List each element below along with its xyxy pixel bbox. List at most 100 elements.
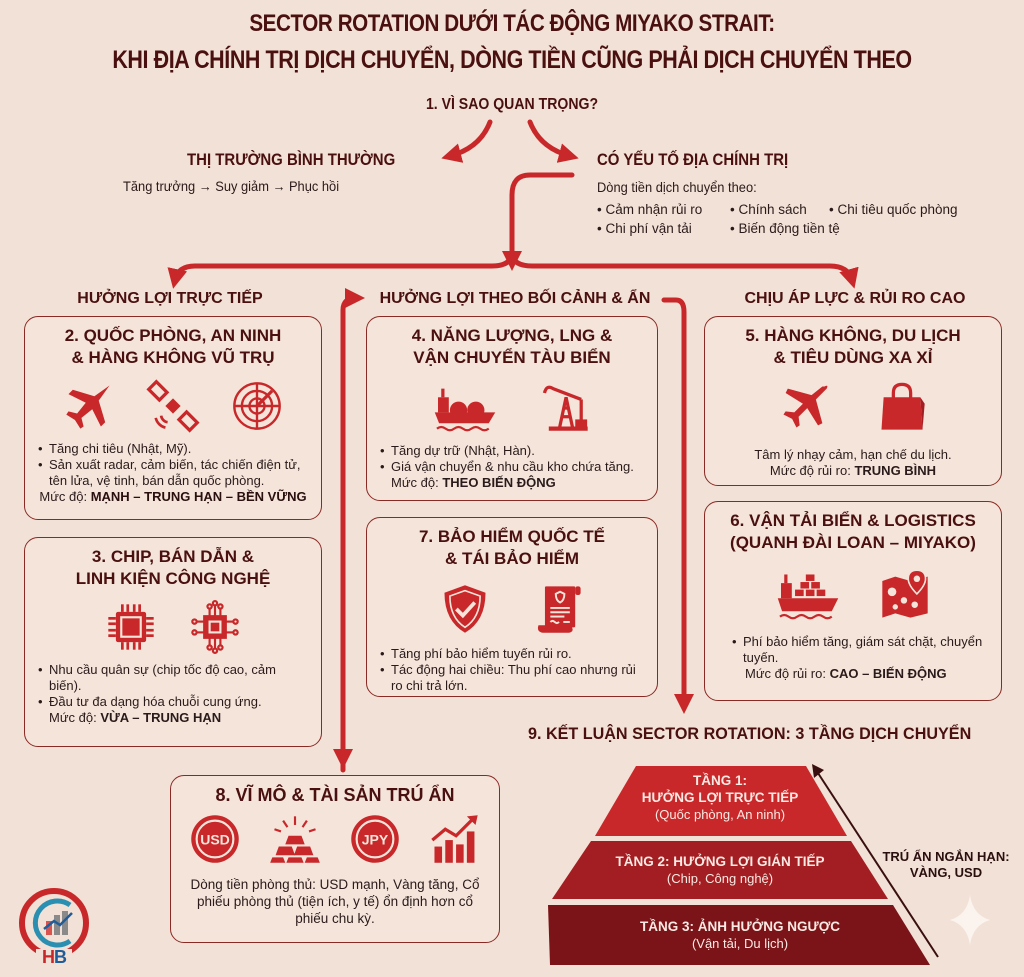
circuit-chip-icon (191, 600, 239, 654)
level-label: Mức độ rủi ro: (745, 666, 830, 681)
card-insurance-body: Tăng phí bảo hiểm tuyến rủi ro. Tác động… (367, 646, 657, 694)
card-energy-title: 4. NĂNG LƯỢNG, LNG & VẬN CHUYỂN TÀU BIỂN (367, 325, 657, 369)
level: Mức độ rủi ro: TRUNG BÌNH (717, 463, 989, 479)
cpu-chip-icon (108, 604, 154, 650)
lng-tanker-icon (434, 388, 496, 432)
card-defense-icons (25, 377, 321, 435)
card-aviation-icons (705, 377, 1001, 437)
title-line: & TÁI BẢO HIỂM (444, 549, 580, 568)
level-label: Mức độ: (49, 710, 101, 725)
safe-haven-note: TRÚ ẨN NGẮN HẠN: VÀNG, USD (868, 849, 1024, 881)
tier-sub: (Vận tải, Du lịch) (691, 936, 789, 951)
card-aviation-title: 5. HÀNG KHÔNG, DU LỊCH & TIÊU DÙNG XA XỈ (705, 325, 1001, 369)
page-title-line2: KHI ĐỊA CHÍNH TRỊ DỊCH CHUYỂN, DÒNG TIỀN… (112, 46, 912, 74)
container-ship-icon (777, 574, 839, 620)
card-shipping-title: 6. VẬN TẢI BIỂN & LOGISTICS (QUANH ĐÀI L… (705, 510, 1001, 554)
level-label: Mức độ: (39, 489, 91, 504)
tier-sub: (Chip, Công nghệ) (666, 871, 774, 886)
card-energy: 4. NĂNG LƯỢNG, LNG & VẬN CHUYỂN TÀU BIỂN… (366, 316, 658, 501)
tier-label: TẦNG 2: HƯỞNG LỢI GIÁN TIẾP (615, 854, 825, 869)
title-line: 3. CHIP, BÁN DẪN & (91, 547, 255, 566)
tier-label: HƯỞNG LỢI TRỰC TIẾP (641, 790, 799, 805)
title-line: 6. VẬN TẢI BIỂN & LOGISTICS (730, 511, 976, 530)
card-defense: 2. QUỐC PHÒNG, AN NINH & HÀNG KHÔNG VŨ T… (24, 316, 322, 520)
logo-text: HB (42, 947, 67, 967)
column-direct-title: HƯỞNG LỢI TRỰC TIẾP (77, 290, 263, 307)
pyramid-tier-3: TẦNG 3: ẢNH HƯỞNG NGƯỢC (Vận tải, Du lịc… (560, 918, 920, 952)
title-line: (QUANH ĐÀI LOAN – MIYAKO) (730, 533, 976, 552)
card-insurance-icons (367, 578, 657, 640)
factor-policy: • Chính sách (730, 202, 807, 217)
map-pin-icon (882, 569, 928, 618)
usd-coin-icon: USD (191, 815, 239, 863)
title-line: LINH KIỆN CÔNG NGHỆ (75, 569, 271, 588)
tier-label: TẦNG 1: (693, 773, 747, 788)
title-line: & HÀNG KHÔNG VŨ TRỤ (71, 348, 275, 367)
card-aviation: 5. HÀNG KHÔNG, DU LỊCH & TIÊU DÙNG XA XỈ… (704, 316, 1002, 486)
title-line: VẬN CHUYỂN TÀU BIỂN (413, 348, 611, 367)
geopolitical-title: CÓ YẾU TỐ ĐỊA CHÍNH TRỊ (597, 150, 789, 169)
page-title-line1: SECTOR ROTATION DƯỚI TÁC ĐỘNG MIYAKO STR… (249, 10, 775, 37)
title-line: & TIÊU DÙNG XA XỈ (773, 348, 933, 367)
oil-pump-icon (542, 385, 588, 431)
title-line: 4. NĂNG LƯỢNG, LNG & (411, 326, 613, 345)
title-line: 5. HÀNG KHÔNG, DU LỊCH (745, 326, 961, 345)
description: Tâm lý nhạy cảm, hạn chế du lịch. (754, 447, 952, 462)
card-macro-title: 8. VĨ MÔ & TÀI SẢN TRÚ ẨN (215, 785, 455, 805)
bullet: Đầu tư đa dạng hóa chuỗi cung ứng. (37, 694, 309, 710)
pyramid-tier-1: TẦNG 1: HƯỞNG LỢI TRỰC TIẾP (Quốc phòng,… (600, 772, 840, 823)
bullet: Giá vận chuyển & nhu cầu kho chứa tăng. (379, 459, 645, 475)
card-macro-icons: USD JPY (171, 810, 499, 868)
card-shipping: 6. VẬN TẢI BIỂN & LOGISTICS (QUANH ĐÀI L… (704, 501, 1002, 701)
card-defense-title: 2. QUỐC PHÒNG, AN NINH & HÀNG KHÔNG VŨ T… (25, 325, 321, 369)
normal-market-cycle: Tăng trưởng → Suy giảm → Phục hồi (123, 178, 340, 194)
card-chips-title: 3. CHIP, BÁN DẪN & LINH KIỆN CÔNG NGHỆ (25, 546, 321, 590)
factor-transport-cost: • Chi phí vận tải (597, 221, 692, 236)
title-line: 7. BẢO HIỂM QUỐC TẾ (418, 527, 606, 546)
bullet: Phí bảo hiểm tăng, giám sát chặt, chuyển… (731, 634, 989, 666)
card-shipping-body: Phí bảo hiểm tăng, giám sát chặt, chuyển… (705, 634, 1001, 682)
level-value: VỪA – TRUNG HẠN (100, 710, 222, 725)
level-value: MẠNH – TRUNG HẠN – BỀN VỮNG (90, 489, 307, 504)
bullet: Tăng chi tiêu (Nhật, Mỹ). (37, 441, 309, 457)
normal-market-title: THỊ TRƯỜNG BÌNH THƯỜNG (187, 150, 396, 169)
card-chips-icons (25, 598, 321, 656)
bullet: Tăng phí bảo hiểm tuyến rủi ro. (379, 646, 645, 662)
card-insurance-title: 7. BẢO HIỂM QUỐC TẾ & TÁI BẢO HIỂM (367, 526, 657, 570)
level-value: THEO BIẾN ĐỘNG (442, 475, 556, 490)
level-label: Mức độ: (391, 475, 443, 490)
policy-scroll-icon (537, 586, 581, 633)
card-macro-body: Dòng tiền phòng thủ: USD mạnh, Vàng tăng… (190, 877, 480, 926)
level-value: CAO – BIẾN ĐỘNG (829, 666, 947, 681)
factor-risk: • Cảm nhận rủi ro (597, 202, 703, 217)
logo-icon (19, 888, 89, 967)
card-chips: 3. CHIP, BÁN DẪN & LINH KIỆN CÔNG NGHỆ N… (24, 537, 322, 747)
shopping-bag-icon (881, 382, 925, 430)
tier-sub: (Quốc phòng, An ninh) (654, 807, 786, 822)
level: Mức độ: THEO BIẾN ĐỘNG (379, 475, 645, 491)
column-pressure-title: CHỊU ÁP LỰC & RỦI RO CAO (744, 290, 966, 307)
bullet: Tác động hai chiều: Thu phí cao nhưng rủ… (379, 662, 645, 694)
level: Mức độ: VỪA – TRUNG HẠN (37, 710, 309, 726)
section-1-title: 1. VÌ SAO QUAN TRỌNG? (425, 96, 599, 113)
bullet: Tăng dự trữ (Nhật, Hàn). (379, 443, 645, 459)
factor-defense-spend: • Chi tiêu quốc phòng (829, 202, 958, 217)
geopolitical-intro: Dòng tiền dịch chuyển theo: (597, 179, 757, 195)
airplane-icon (783, 385, 828, 428)
card-energy-body: Tăng dự trữ (Nhật, Hàn). Giá vận chuyển … (367, 443, 657, 491)
card-energy-icons (367, 377, 657, 437)
level: Mức độ rủi ro: CAO – BIẾN ĐỘNG (731, 666, 989, 682)
satellite-icon (146, 379, 200, 433)
bullet: Nhu cầu quân sự (chip tốc độ cao, cảm bi… (37, 662, 309, 694)
gold-bars-icon (270, 816, 320, 863)
column-context-title: HƯỞNG LỢI THEO BỐI CẢNH & ẨN (379, 290, 651, 307)
level-label: Mức độ rủi ro: (769, 463, 855, 478)
title-line: 2. QUỐC PHÒNG, AN NINH (64, 326, 282, 345)
safe-haven-label: TRÚ ẨN NGẮN HẠN: (882, 849, 1010, 864)
factor-currency: • Biến động tiền tệ (730, 221, 840, 236)
radar-icon (233, 382, 281, 430)
card-shipping-icons (705, 562, 1001, 628)
bar-chart-up-icon (431, 815, 478, 863)
card-insurance: 7. BẢO HIỂM QUỐC TẾ & TÁI BẢO HIỂM Tăng … (366, 517, 658, 697)
